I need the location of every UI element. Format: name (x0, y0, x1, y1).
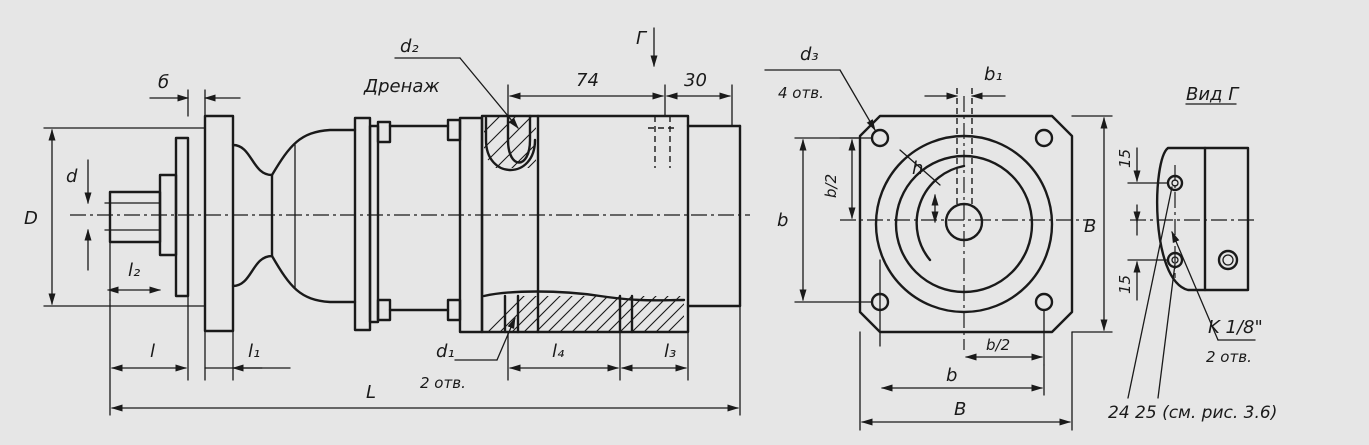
bolt-hole (870, 128, 890, 148)
dim-b-small: б (158, 72, 169, 93)
view-g-title: Вид Г (1186, 84, 1240, 105)
dim-d1-holes: 2 отв. (420, 374, 466, 392)
thread-holes: 2 отв. (1206, 348, 1252, 366)
dim-74: 74 (576, 70, 599, 91)
dim-h: h (912, 158, 923, 179)
dim-d3-holes: 4 отв. (778, 84, 824, 102)
dim-b-left: b (777, 210, 788, 231)
dim-l1: l₁ (248, 341, 260, 362)
front-view: d₃ 4 отв. b₁ h b/2 b B b/2 b (764, 44, 1113, 431)
front-flange-outline (858, 114, 1074, 334)
necked-body (231, 143, 274, 288)
dim-d: d (66, 166, 78, 187)
dim-d2: d₂ (400, 36, 419, 57)
dim-l2: l₂ (128, 260, 140, 281)
dim-B-right: B (1084, 216, 1096, 237)
mounting-flange (203, 114, 235, 333)
housing-flange-right (458, 116, 484, 334)
side-view: б D d l₂ l l₁ L l₄ l₃ (24, 27, 750, 416)
drain-label: Дренаж (363, 76, 440, 97)
dim-B-bottom: B (954, 399, 966, 420)
bolt-hole (1034, 292, 1054, 312)
dim-b-half-left: b/2 (822, 174, 840, 198)
dim-d1: d₁ (436, 341, 455, 362)
main-housing (480, 114, 690, 334)
ports-label: 24 25 (см. рис. 3.6) (1108, 403, 1277, 423)
dim-b1: b₁ (984, 64, 1003, 85)
flange-ring (174, 136, 190, 298)
dim-b-bottom: b (946, 365, 957, 386)
drain-port (506, 114, 532, 164)
bolt-hole (1034, 128, 1054, 148)
dim-D: D (24, 208, 38, 229)
thread-label: K 1/8" (1208, 317, 1263, 338)
body-flange-left (353, 116, 372, 332)
view-g-outline (1155, 146, 1250, 292)
shaft (108, 190, 162, 244)
dim-d3: d₃ (800, 44, 819, 65)
dim-l3: l₃ (664, 341, 676, 362)
dim-30: 30 (684, 70, 707, 91)
dim-L: L (366, 382, 376, 403)
dim-b-half-bottom: b/2 (986, 336, 1010, 354)
dim-l4: l₄ (552, 341, 565, 362)
view-arrow-label: Г (636, 28, 648, 49)
dim-15-top: 15 (1116, 149, 1134, 168)
view-g: Вид Г 15 15 K 1/8" 2 отв. 24 25 (см. рис… (1108, 84, 1277, 423)
dim-l: l (150, 341, 155, 362)
dim-15-bottom: 15 (1116, 275, 1134, 294)
